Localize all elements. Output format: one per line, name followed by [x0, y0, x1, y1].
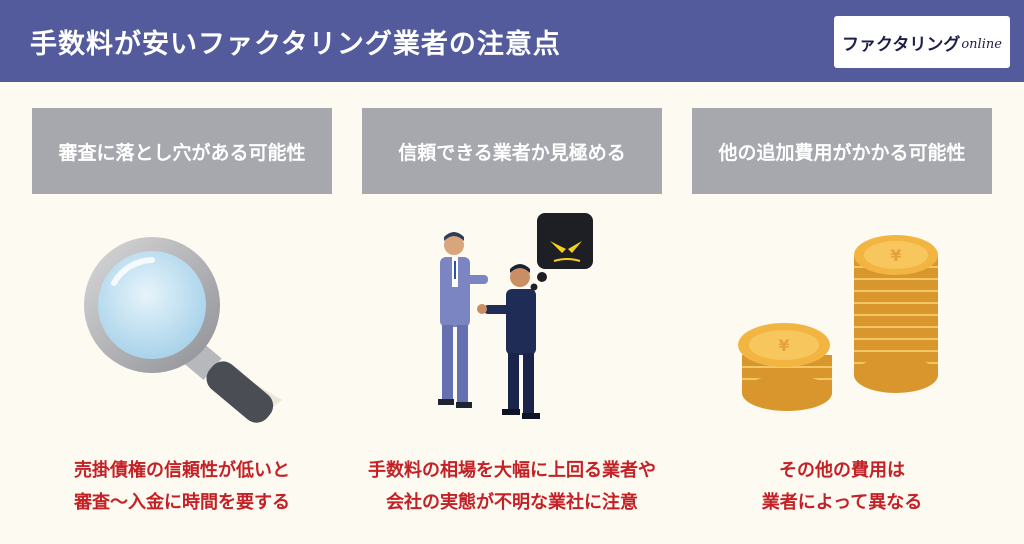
- point-heading: 審査に落とし穴がある可能性: [32, 108, 332, 194]
- caption-line-2: 審査〜入金に時間を要する: [74, 492, 290, 513]
- svg-text:¥: ¥: [890, 246, 901, 265]
- point-caption: 手数料の相場を大幅に上回る業者や 会社の実態が不明な業社に注意: [342, 455, 682, 519]
- brand-logo[interactable]: ファクタリング online: [834, 16, 1010, 68]
- point-caption: その他の費用は 業者によって異なる: [672, 455, 1012, 519]
- header-bar: 手数料が安いファクタリング業者の注意点 ファクタリング online: [0, 0, 1024, 82]
- logo-sub-text: online: [961, 36, 1002, 52]
- point-heading: 信頼できる業者か見極める: [362, 108, 662, 194]
- point-column-2: 信頼できる業者か見極める: [362, 0, 662, 544]
- caption-line-1: 手数料の相場を大幅に上回る業者や: [368, 460, 656, 481]
- caption-line-1: 売掛債権の信頼性が低いと: [74, 460, 290, 481]
- point-column-1: 審査に落とし穴がある可能性: [32, 0, 332, 544]
- page-title: 手数料が安いファクタリング業者の注意点: [30, 29, 561, 60]
- caption-line-2: 業者によって異なる: [761, 492, 923, 513]
- caption-line-1: その他の費用は: [779, 460, 905, 481]
- logo-main-text: ファクタリング: [842, 34, 961, 55]
- businessmen-talking-icon: [362, 205, 662, 430]
- magnifying-glass-icon: [32, 205, 332, 430]
- point-column-3: 他の追加費用がかかる可能性 ¥: [692, 0, 992, 544]
- yen-coins-icon: ¥ ¥: [692, 205, 992, 430]
- point-caption: 売掛債権の信頼性が低いと 審査〜入金に時間を要する: [12, 455, 352, 519]
- svg-text:¥: ¥: [778, 336, 789, 355]
- point-heading: 他の追加費用がかかる可能性: [692, 108, 992, 194]
- caption-line-2: 会社の実態が不明な業社に注意: [386, 492, 638, 513]
